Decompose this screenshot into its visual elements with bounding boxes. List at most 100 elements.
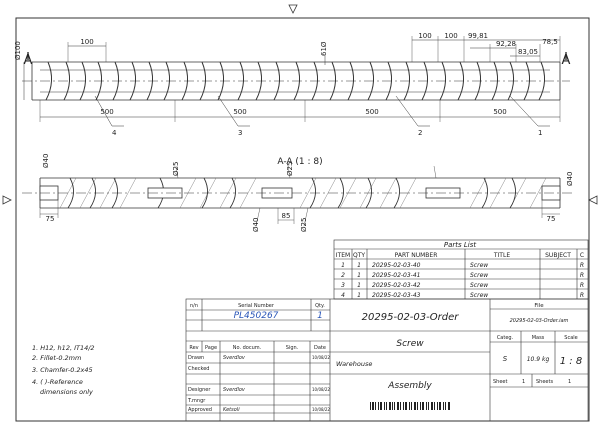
note-4: 4. ( )-Reference: [32, 378, 83, 386]
section-title: A-A (1 : 8): [277, 157, 322, 167]
section-mark-left: A: [24, 53, 33, 68]
tb-scale-value: 1 : 8: [560, 356, 582, 367]
dim-dia-left: Ø100: [14, 41, 22, 60]
tb-warehouse: Warehouse: [336, 360, 372, 368]
right-center-mark: [588, 195, 598, 205]
parts-header-qty: QTY: [353, 252, 365, 259]
tb-drawn-name: Sverdlov: [223, 355, 246, 361]
tb-file-name: 20295-02-03-Order.iam: [510, 318, 569, 324]
tb-qty-label: Qty.: [315, 303, 325, 309]
tb-drawing-number: 20295-02-03-Order: [362, 312, 460, 323]
parts-row-c: R: [580, 272, 584, 279]
tb-sign-label: Sign.: [286, 345, 299, 351]
parts-list-table: [333, 239, 589, 300]
tb-approved-date: 10/08/22: [312, 407, 330, 412]
tb-sheet-value: 1: [522, 379, 525, 385]
dim-len-2: 500: [233, 108, 246, 116]
tb-drawn-date: 10/08/22: [312, 355, 330, 360]
dim-right-a: 100: [418, 32, 431, 40]
title-block: [185, 298, 589, 422]
note-3: 3. Chamfer-0.2x45: [32, 366, 93, 374]
section-mark-right: A: [562, 53, 571, 68]
sec-dim-d40-bottom: Ø40: [252, 218, 260, 232]
tb-np-label: n/n: [190, 303, 198, 309]
tb-assembly: Assembly: [387, 381, 432, 391]
tb-mass-label: Mass: [532, 335, 545, 341]
parts-row-qty: 1: [357, 262, 361, 269]
dim-len-1: 500: [100, 108, 113, 116]
tb-approved-label: Approved: [188, 407, 212, 413]
left-center-mark: [2, 195, 12, 205]
tb-rev-label: Rev: [189, 345, 198, 351]
sec-dim-d25-b: Ø25: [286, 162, 294, 176]
tb-serial-label: Serial Number: [238, 303, 275, 309]
parts-row-qty: 1: [357, 282, 361, 289]
notes: 1. H12, h12, IT14/2 2. Fillet-0.2mm 3. C…: [32, 344, 95, 396]
tb-serial-value: PL450267: [234, 311, 279, 321]
dim-right-e: 83,05: [518, 48, 538, 56]
tb-mass-value: 10.9 kg: [527, 356, 550, 363]
tb-qty-value: 1: [317, 311, 323, 321]
tb-designer-label: Designer: [188, 387, 211, 393]
tb-file-label: File: [534, 303, 544, 309]
parts-row-part: 20295-02-03-41: [372, 272, 421, 279]
tb-designer-name: Sverdlov: [223, 387, 246, 393]
dim-dia-mid: 61Ø: [320, 41, 328, 56]
tb-categ-label: Categ.: [497, 335, 514, 341]
barcode: [370, 402, 450, 410]
parts-row-item: 4: [341, 292, 345, 299]
tb-designer-date: 10/08/22: [312, 387, 330, 392]
dim-len-3: 500: [365, 108, 378, 116]
sec-dim-d40-left: Ø40: [42, 154, 50, 168]
tb-doc-label: No. docum.: [233, 345, 262, 351]
parts-row-item: 3: [341, 282, 345, 289]
sec-dim-d40-right: Ø40: [566, 172, 574, 186]
note-4-cont: dimensions only: [40, 388, 93, 396]
parts-header-subject: SUBJECT: [545, 252, 571, 259]
parts-row-c: R: [580, 262, 584, 269]
parts-row-qty: 1: [357, 272, 361, 279]
parts-row-part: 20295-02-03-42: [372, 282, 421, 289]
parts-row-title: Screw: [470, 292, 488, 299]
parts-row-title: Screw: [470, 262, 488, 269]
balloon-3: 3: [238, 129, 242, 137]
tb-sheets-value: 1: [568, 379, 571, 385]
tb-approved-name: Ketsoli: [223, 407, 240, 413]
balloon-1: 1: [538, 129, 542, 137]
sec-dim-l85: 85: [282, 212, 291, 220]
dim-len-4: 500: [493, 108, 506, 116]
parts-row-title: Screw: [470, 282, 488, 289]
dim-right-f: 78,5: [542, 38, 558, 46]
dim-right-d: 92,28: [496, 40, 516, 48]
tb-sheet-label: Sheet: [493, 379, 507, 385]
dim-right-b: 100: [444, 32, 457, 40]
balloon-2: 2: [418, 129, 422, 137]
parts-row-title: Screw: [470, 272, 488, 279]
tb-page-label: Page: [205, 345, 217, 351]
dim-pitch-left: 100: [80, 38, 93, 46]
tb-tmngr-label: T.mngr: [187, 398, 206, 404]
tb-part-title: Screw: [396, 339, 424, 349]
parts-row-item: 2: [341, 272, 345, 279]
tb-sheets-label: Sheets: [536, 379, 553, 385]
parts-list-title: Parts List: [444, 241, 476, 249]
parts-header-c: C: [580, 252, 584, 259]
parts-row-c: R: [580, 292, 584, 299]
parts-row-part: 20295-02-03-43: [372, 292, 421, 299]
parts-header-title: TITLE: [493, 252, 510, 259]
screw-top-view: [22, 36, 570, 127]
tb-scale-label: Scale: [564, 335, 577, 341]
parts-header-item: ITEM: [336, 252, 350, 259]
top-center-mark: [288, 4, 298, 14]
parts-row-part: 20295-02-03-40: [372, 262, 421, 269]
parts-row-c: R: [580, 282, 584, 289]
sec-dim-l75-left: 75: [46, 215, 55, 223]
tb-drawn-label: Drawn: [188, 355, 204, 361]
parts-row-qty: 1: [357, 292, 361, 299]
sec-dim-l75-right: 75: [547, 215, 556, 223]
sec-dim-d25-a: Ø25: [172, 162, 180, 176]
sec-dim-d25-c: Ø25: [300, 218, 308, 232]
tb-checked-label: Checked: [188, 366, 209, 372]
parts-list-rows: 1 1 20295-02-03-40 Screw R 2 1 20295-02-…: [341, 262, 584, 299]
